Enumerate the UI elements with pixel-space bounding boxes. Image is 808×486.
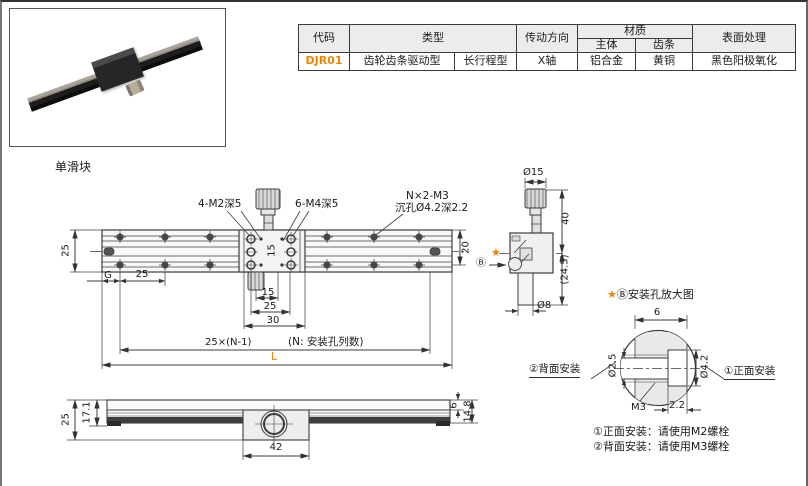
dim-plan-height: 25	[60, 244, 72, 257]
callout-m4: 6-M4深5	[295, 198, 339, 210]
dim-front-rail-height: 14.8	[462, 400, 474, 423]
cell-material-rack: 黄铜	[635, 52, 693, 71]
cell-finish: 黑色阳极氧化	[692, 52, 796, 71]
dim-detail-depth: 2.2	[669, 400, 685, 411]
detail-title-star: ★	[607, 288, 617, 301]
dim-plan-block-25: 25	[263, 301, 277, 312]
callout-m2: 4-M2深5	[198, 198, 242, 210]
callout-m3-line2: 沉孔Ø4.2深2.2	[395, 202, 469, 214]
side-view-drawing	[489, 178, 568, 316]
dim-detail-width: 6	[653, 307, 661, 318]
dim-side-height: 40	[560, 212, 572, 225]
dim-plan-knob-offset: 15	[261, 287, 275, 298]
detail-title-text: Ⓑ安装孔放大图	[616, 288, 694, 301]
dim-front-block-width: 42	[269, 442, 283, 453]
callout-m3-line1: N×2-M3	[406, 190, 449, 202]
dim-plan-right-height: 20	[460, 241, 472, 254]
header-finish: 表面处理	[692, 24, 796, 53]
dim-plan-span: 25×(N-1)	[205, 337, 252, 348]
front-view-drawing	[67, 392, 478, 460]
dim-plan-block-height: 15	[266, 244, 278, 257]
note-back-mount: ②背面安装：请使用M3螺栓	[593, 440, 730, 453]
label-detail-thread: M3	[631, 402, 646, 413]
section-label: 单滑块	[55, 160, 92, 174]
dim-front-total-height: 25	[60, 413, 72, 426]
cell-code: DJR01	[298, 52, 350, 71]
label-back-mount: ②背面安装	[529, 363, 581, 378]
header-material-rack: 齿条	[635, 38, 693, 53]
product-photo	[9, 8, 226, 147]
note-front-mount: ①正面安装：请使用M2螺栓	[593, 425, 730, 438]
detail-view-drawing	[590, 315, 725, 414]
header-type: 类型	[349, 24, 517, 53]
header-code: 代码	[298, 24, 350, 53]
dim-side-knob-dia: Ø15	[523, 167, 544, 178]
label-front-mount: ①正面安装	[724, 365, 776, 380]
plan-view-drawing	[70, 188, 466, 369]
dim-front-height2: 17.1	[81, 401, 93, 424]
dim-side-shaft-dia: Ø8	[537, 300, 552, 311]
cell-type-2: 长行程型	[454, 52, 517, 71]
dim-side-height2: (24.5)	[559, 254, 571, 285]
header-material: 材质	[577, 24, 693, 39]
star-marker: ★	[491, 246, 501, 259]
dim-detail-big-dia: Ø4.2	[699, 354, 711, 379]
cell-type-1: 齿轮齿条驱动型	[349, 52, 455, 71]
dim-plan-span-note: (N: 安装孔列数)	[288, 336, 364, 348]
dim-plan-length: L	[270, 350, 278, 363]
dim-plan-pitch: 25	[135, 269, 149, 280]
spec-table: 代码 类型 传动方向 材质 表面处理 主体 齿条 DJR01 齿轮齿条驱动型 长…	[298, 24, 796, 71]
detail-title: ★Ⓑ安装孔放大图	[607, 288, 694, 301]
dim-plan-block-30: 30	[266, 315, 280, 326]
cell-direction: X轴	[516, 52, 578, 71]
detail-b-marker: Ⓑ	[476, 258, 486, 269]
dim-detail-small-dia: Ø2.5	[607, 353, 619, 378]
dim-plan-g: G	[104, 270, 112, 281]
dim-front-rail-top: 6	[448, 402, 460, 409]
